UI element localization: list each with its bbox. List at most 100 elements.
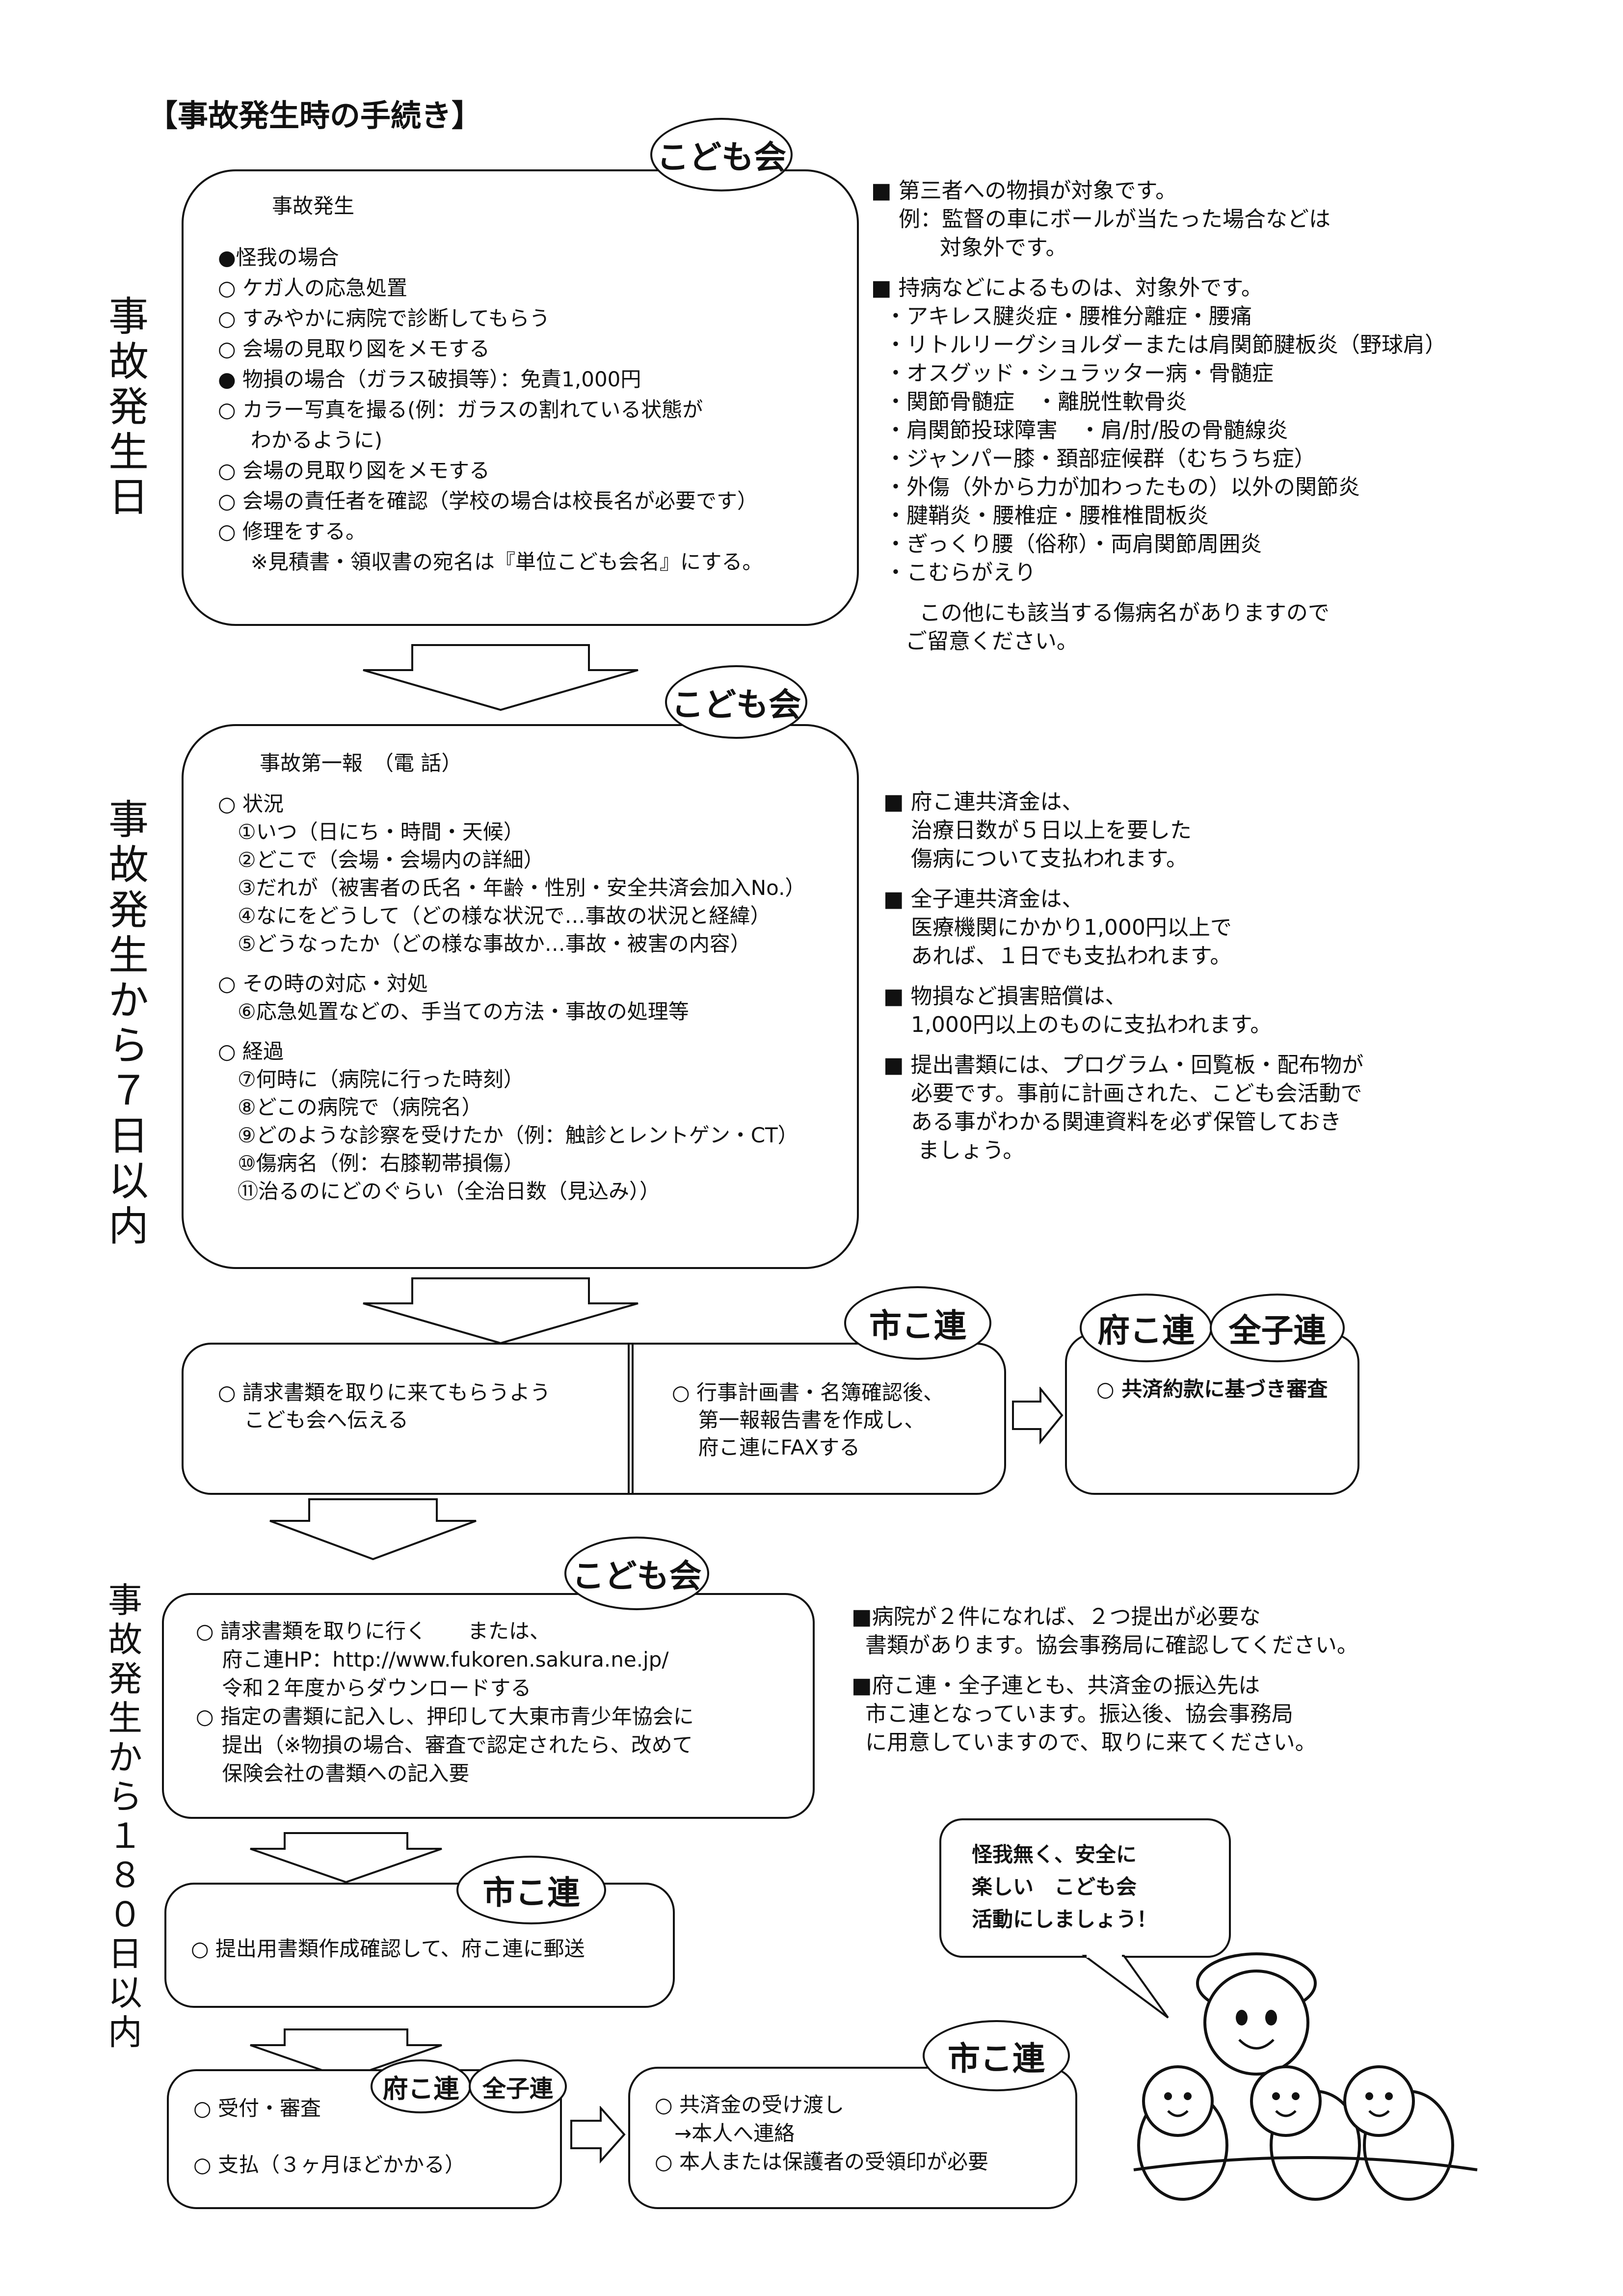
box3-right-line-3: 府こ連にFAXする — [672, 1435, 860, 1459]
request-documents-box: ○ 請求書類を取りに来てもらうよう こども会へ伝える ○ 行事計画書・名簿確認後… — [182, 1343, 1006, 1495]
box3-left-line-1: ○ 請求書類を取りに来てもらうよう — [218, 1380, 551, 1405]
notes1-line-7: ・リトルリーグショルダーまたは肩関節腱板炎（野球肩） — [871, 332, 1446, 357]
box3-right-line-1: ○ 行事計画書・名簿確認後、 — [672, 1380, 944, 1405]
notes3-line-2: 書類があります。協会事務局に確認してください。 — [851, 1633, 1358, 1658]
box1-line-2: ○ ケガ人の応急処置 — [218, 276, 407, 300]
kodomo-badge-1: こども会 — [650, 118, 793, 191]
review-text: ○ 共済約款に基づき審査 — [1096, 1377, 1328, 1401]
notes1-line-16 — [871, 587, 1446, 599]
notes2-line-6: 医療機関にかかり1,000円以上で — [883, 915, 1232, 940]
box2-line-5: ④なにをどうして（どの様な状況で…事故の状況と経緯） — [218, 904, 771, 928]
box1-line-6: ○ カラー写真を撮る(例：ガラスの割れている状態が — [218, 398, 703, 422]
notes-exclusions: ■ 第三者への物損が対象です。 例：監督の車にボールが当たった場合などは 対象外… — [871, 177, 1446, 656]
notes3-line-4: ■府こ連・全子連とも、共済金の振込先は — [851, 1673, 1260, 1698]
notes-payment: ■ 府こ連共済金は、 治療日数が５日以上を要した 傷病について支払われます。 ■ … — [883, 788, 1363, 1165]
box4-line-2: 府こ連HP：http://www.fukoren.sakura.ne.jp/ — [196, 1648, 669, 1672]
side-label-day: 事故発生日 — [108, 294, 149, 521]
zenkoren-badge-2: 全子連 — [469, 2059, 567, 2113]
box1-heading: 事故発生 — [272, 194, 355, 218]
notes2-line-4 — [883, 873, 1363, 885]
notes2-line-13: 必要です。事前に計画された、こども会活動で — [883, 1081, 1362, 1106]
notes3-line-6: に用意していますので、取りに来てください。 — [851, 1730, 1317, 1755]
down-arrow-3 — [269, 1498, 477, 1561]
box2-line-9: ⑥応急処置などの、手当ての方法・事故の処理等 — [218, 999, 689, 1024]
notes1-line-10: ・肩関節投球障害 ・肩/肘/股の骨髄線炎 — [871, 418, 1288, 443]
notes1-line-13: ・腱鞘炎・腰椎症・腰椎椎間板炎 — [871, 503, 1209, 528]
box2-line-6: ⑤どうなったか（どの様な事故か…事故・被害の内容） — [218, 932, 751, 956]
shikoren-badge-2: 市こ連 — [456, 1856, 606, 1924]
children-mascot-illustration — [1133, 1952, 1478, 2201]
zenkoren-badge-1: 全子連 — [1210, 1294, 1345, 1362]
box2-line-14: ⑨どのような診察を受けたか（例：触診とレントゲン・CT） — [218, 1123, 798, 1147]
notes2-line-1: ■ 府こ連共済金は、 — [883, 789, 1084, 814]
down-arrow-4 — [250, 1832, 442, 1884]
notes2-line-14: ある事がわかる関連資料を必ず保管しておき — [883, 1109, 1342, 1134]
notes1-line-3: 対象外です。 — [871, 235, 1067, 260]
down-arrow-2 — [363, 1277, 639, 1345]
right-arrow-2 — [570, 2106, 626, 2164]
speech-bubble — [939, 1818, 1231, 2019]
claim-submission-box: ○ 請求書類を取りに行く または、 府こ連HP：http://www.fukor… — [162, 1593, 815, 1819]
box7-line-2: →本人へ連絡 — [655, 2121, 795, 2145]
down-arrow-5 — [250, 2028, 442, 2080]
kodomo-badge-3: こども会 — [564, 1537, 709, 1610]
box2-line-4: ③だれが（被害者の氏名・年齢・性別・安全共済会加入No.） — [218, 876, 806, 900]
notes1-line-8: ・オスグッド・シュラッター病・骨髄症 — [871, 361, 1274, 386]
notes1-line-5: ■ 持病などによるものは、対象外です。 — [871, 275, 1263, 300]
box5-line: ○ 提出用書類作成確認して、府こ連に郵送 — [191, 1937, 585, 1961]
notes2-line-12: ■ 提出書類には、プログラム・回覧板・配布物が — [883, 1053, 1364, 1078]
box7-line-3: ○ 本人または保護者の受領印が必要 — [655, 2150, 988, 2174]
box1-line-3: ○ すみやかに病院で診断してもらう — [218, 306, 550, 330]
box2-line-11: ○ 経過 — [218, 1039, 284, 1063]
box1-line-5: ● 物損の場合（ガラス破損等）：免責1,000円 — [218, 367, 641, 391]
side-label-within7: 事故発生から７日以内 — [108, 797, 149, 1250]
speech-line-3: 活動にしましょう！ — [972, 1907, 1158, 1931]
notes2-line-10: 1,000円以上のものに支払われます。 — [883, 1012, 1272, 1037]
notes3-line-3 — [851, 1660, 1358, 1672]
box2-line-12: ⑦何時に（病院に行った時刻） — [218, 1067, 524, 1091]
notes2-line-5: ■ 全子連共済金は、 — [883, 887, 1084, 912]
box2-line-1: ○ 状況 — [218, 792, 284, 816]
box1-line-10: ○ 修理をする。 — [218, 519, 366, 543]
notes2-line-7: あれば、１日でも支払われます。 — [883, 944, 1232, 969]
down-arrow-1 — [363, 644, 639, 711]
notes2-line-2: 治療日数が５日以上を要した — [883, 818, 1192, 843]
notes1-line-14: ・ぎっくり腰（俗称）・両肩関節周囲炎 — [871, 532, 1262, 557]
box2-line-8: ○ その時の対応・対処 — [218, 972, 428, 996]
shikoren-badge-1: 市こ連 — [844, 1286, 991, 1360]
side-label-within180: 事故発生から１８０日以内 — [108, 1580, 142, 2053]
box2-line-16: ⑪治るのにどのぐらい（全治日数（見込み）） — [218, 1179, 661, 1203]
page-title: 【事故発生時の手続き】 — [147, 98, 482, 134]
box7-line-1: ○ 共済金の受け渡し — [655, 2093, 844, 2117]
box1-line-9: ○ 会場の責任者を確認（学校の場合は校長名が必要です） — [218, 489, 758, 513]
notes2-line-3: 傷病について支払われます。 — [883, 846, 1188, 871]
notes3-line-5: 市こ連となっています。振込後、協会事務局 — [851, 1702, 1294, 1727]
right-arrow-1 — [1012, 1387, 1064, 1445]
box4-line-3: 令和２年度からダウンロードする — [196, 1676, 532, 1700]
notes1-line-6: ・アキレス腱炎症・腰椎分離症・腰痛 — [871, 304, 1252, 329]
notes2-line-15: ましょう。 — [883, 1138, 1025, 1163]
notes1-line-1: ■ 第三者への物損が対象です。 — [871, 178, 1177, 203]
box2-line-3: ②どこで（会場・会場内の詳細） — [218, 848, 544, 872]
notes2-line-11 — [883, 1039, 1363, 1051]
box6-line-1: ○ 受付・審査 — [193, 2096, 321, 2120]
speech-line-1: 怪我無く、安全に — [972, 1842, 1137, 1866]
speech-text: 怪我無く、安全に 楽しい こども会 活動にしましょう！ — [972, 1838, 1157, 1936]
notes1-line-17: この他にも該当する傷病名がありますので — [871, 600, 1330, 625]
box1-line-11: ※見積書・領収書の宛名は『単位こども会名』にする。 — [218, 550, 763, 574]
box2-line-15: ⑩傷病名（例：右膝靭帯損傷） — [218, 1151, 524, 1175]
notes3-line-1: ■病院が２件になれば、２つ提出が必要な — [851, 1604, 1261, 1629]
notes1-line-9: ・関節骨髄症 ・離脱性軟骨炎 — [871, 389, 1187, 414]
review-box: ○ 共済約款に基づき審査 — [1065, 1333, 1359, 1495]
box4-line-5: 提出（※物損の場合、審査で認定されたら、改めて — [196, 1733, 693, 1757]
kodomo-badge-2: こども会 — [665, 665, 807, 739]
box3-left-line-2: こども会へ伝える — [218, 1408, 409, 1432]
box1-line-4: ○ 会場の見取り図をメモする — [218, 337, 490, 361]
notes1-line-4 — [871, 262, 1446, 274]
box4-line-4: ○ 指定の書類に記入し、押印して大東市青少年協会に — [196, 1704, 694, 1729]
accident-occurrence-box: 事故発生 ●怪我の場合○ ケガ人の応急処置○ すみやかに病院で診断してもらう○ … — [182, 169, 859, 626]
notes2-line-8 — [883, 971, 1363, 982]
notes1-line-12: ・外傷（外から力が加わったもの）以外の関節炎 — [871, 475, 1360, 500]
box3-right-line-2: 第一報報告書を作成し、 — [672, 1408, 925, 1432]
box2-line-10 — [218, 1026, 805, 1037]
